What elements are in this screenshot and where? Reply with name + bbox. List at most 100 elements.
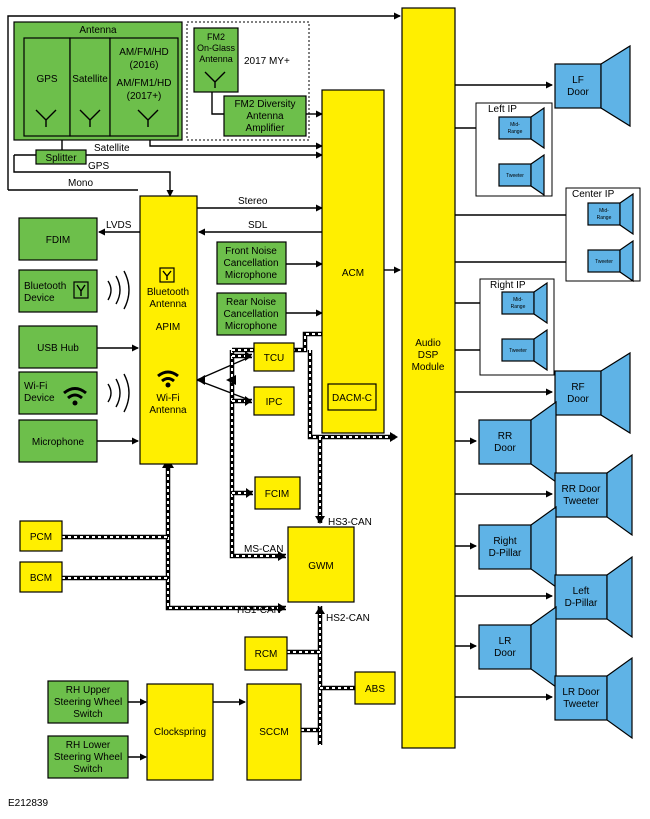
rcm-box xyxy=(244,636,288,671)
apim-bluetooth-line2: Antenna xyxy=(149,299,187,310)
svg-text:Door: Door xyxy=(494,443,516,454)
satellite-label: Satellite xyxy=(72,74,108,85)
tcu-box xyxy=(253,342,295,372)
rh-upper-line1: RH Upper xyxy=(66,685,111,696)
am-fm1-hd-2017-line2: (2017+) xyxy=(127,91,162,102)
lvds-label: LVDS xyxy=(106,220,132,231)
microphone-box xyxy=(18,419,98,463)
rh-upper-switch-box xyxy=(47,680,129,724)
speaker-center-ip-mid: Mid- Range xyxy=(587,192,634,236)
gps-label: GPS xyxy=(36,74,57,85)
fcim-box xyxy=(254,476,301,510)
fm2-glass-line1: FM2 xyxy=(207,32,225,42)
gwm-box xyxy=(287,526,355,603)
wifi-device-line2: Device xyxy=(24,393,55,404)
speaker-right-ip-tweeter: Tweeter xyxy=(501,328,548,372)
audio-dsp-line2: DSP xyxy=(418,350,439,361)
audio-dsp-box xyxy=(401,7,456,749)
svg-text:RR: RR xyxy=(498,431,512,442)
apim-bluetooth-icon xyxy=(159,267,175,283)
sccm-box xyxy=(246,683,302,781)
rear-noise-mic-box xyxy=(216,292,287,336)
rh-upper-line3: Switch xyxy=(73,709,102,720)
antenna-module: Antenna GPS Satellite AM/FM/HD (2016) AM… xyxy=(13,21,183,141)
fm2-amp-line2: Antenna xyxy=(246,111,284,122)
fm2-antenna-icon xyxy=(204,71,226,88)
rear-noise-line2: Cancellation xyxy=(223,309,278,320)
svg-text:Tweeter: Tweeter xyxy=(563,699,599,710)
right-ip-label: Right IP xyxy=(490,280,526,291)
mono-label: Mono xyxy=(68,178,93,189)
speaker-rr-door-tweeter: RR Door Tweeter xyxy=(554,453,633,537)
rh-lower-line1: RH Lower xyxy=(66,740,111,751)
can-bus-lines xyxy=(62,290,395,745)
am-fm-hd-2016-line2: (2016) xyxy=(130,60,159,71)
usb-hub-label: USB Hub xyxy=(37,343,79,354)
gwm-label: GWM xyxy=(308,561,334,572)
speaker-lf-door: LF Door xyxy=(554,44,631,128)
hs1-can-label: HS1-CAN xyxy=(237,605,281,616)
wifi-icon xyxy=(63,387,87,406)
svg-text:D-Pillar: D-Pillar xyxy=(489,548,522,559)
svg-text:Mid-: Mid- xyxy=(513,297,523,303)
microphone-label: Microphone xyxy=(32,437,85,448)
rear-noise-line1: Rear Noise xyxy=(226,297,276,308)
svg-text:Tweeter: Tweeter xyxy=(563,496,599,507)
gps-antenna-icon xyxy=(35,109,57,127)
figure-id: E212839 xyxy=(8,798,48,809)
speaker-center-ip-tweeter: Tweeter xyxy=(587,239,634,283)
speaker-lr-door: LR Door xyxy=(478,605,557,689)
svg-text:Range: Range xyxy=(597,215,612,221)
fm2-glass-line2: On-Glass xyxy=(197,43,236,53)
ipc-box xyxy=(253,386,295,416)
am-fm1-hd-2017-line1: AM/FM1/HD xyxy=(117,78,172,89)
am-fm-antenna-icon xyxy=(137,109,159,127)
fcim-label: FCIM xyxy=(265,489,289,500)
satellite-signal-label: Satellite xyxy=(94,143,130,154)
center-ip-label: Center IP xyxy=(572,189,615,200)
svg-text:Door: Door xyxy=(567,394,589,405)
svg-text:Left: Left xyxy=(573,586,590,597)
speaker-left-ip-mid: Mid- Range xyxy=(498,106,545,150)
bluetooth-device-box xyxy=(18,269,98,313)
pcm-label: PCM xyxy=(30,532,52,543)
svg-text:LR Door: LR Door xyxy=(562,687,600,698)
rcm-label: RCM xyxy=(255,649,278,660)
front-noise-line1: Front Noise xyxy=(225,246,277,257)
fdim-box xyxy=(18,217,98,261)
bluetooth-device-line1: Bluetooth xyxy=(24,281,66,292)
wifi-device-line1: Wi-Fi xyxy=(24,381,47,392)
apim-wifi-line2: Antenna xyxy=(149,405,187,416)
usb-hub-box xyxy=(18,325,98,369)
bcm-box xyxy=(19,561,63,593)
apim-label: APIM xyxy=(156,322,180,333)
splitter-box xyxy=(35,149,87,165)
svg-text:Range: Range xyxy=(511,304,526,310)
svg-text:Tweeter: Tweeter xyxy=(595,259,613,265)
hs3-can-label: HS3-CAN xyxy=(328,517,372,528)
sdl-label: SDL xyxy=(248,220,268,231)
rh-lower-switch-box xyxy=(47,735,129,779)
antenna-label: Antenna xyxy=(79,25,117,36)
splitter-label: Splitter xyxy=(45,153,77,164)
bluetooth-device-line2: Device xyxy=(24,293,55,304)
front-noise-mic-box xyxy=(216,241,287,285)
tcu-label: TCU xyxy=(264,353,285,364)
clockspring-box xyxy=(146,683,214,781)
speaker-left-ip-tweeter: Tweeter xyxy=(498,153,545,197)
stereo-label: Stereo xyxy=(238,196,268,207)
rh-upper-line2: Steering Wheel xyxy=(54,697,122,708)
ipc-label: IPC xyxy=(266,397,283,408)
front-noise-line2: Cancellation xyxy=(223,258,278,269)
my2017-region: 2017 MY+ FM2 On-Glass Antenna FM2 Divers… xyxy=(186,21,310,141)
front-noise-line3: Microphone xyxy=(225,270,278,281)
fdim-label: FDIM xyxy=(46,235,70,246)
apim-bluetooth-line1: Bluetooth xyxy=(147,287,189,298)
svg-text:Tweeter: Tweeter xyxy=(509,348,527,354)
rh-lower-line3: Switch xyxy=(73,764,102,775)
pcm-box xyxy=(19,520,63,552)
svg-text:Range: Range xyxy=(508,129,523,135)
satellite-antenna-icon xyxy=(79,109,101,127)
speaker-rf-door: RF Door xyxy=(554,351,631,435)
